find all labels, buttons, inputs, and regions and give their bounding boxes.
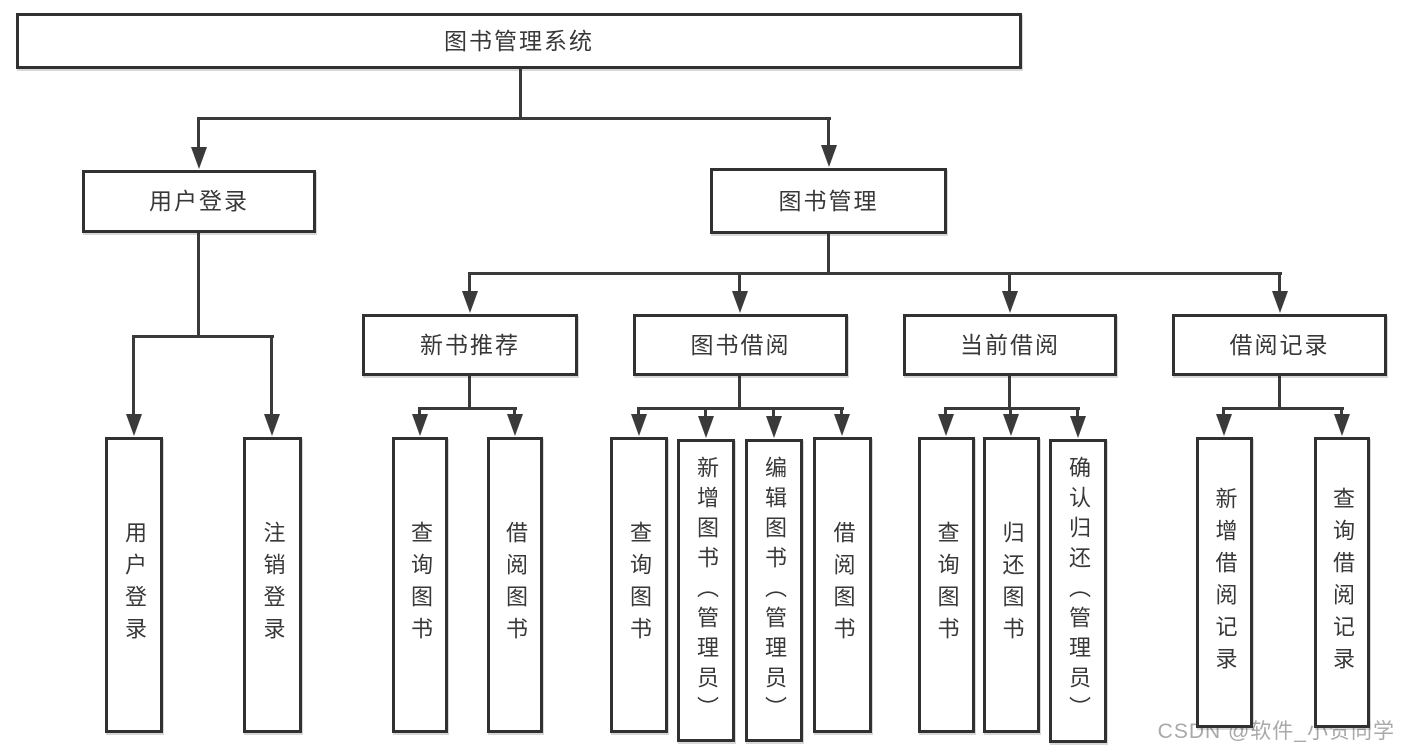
connector-line: [132, 335, 274, 338]
arrow-down-icon: [1272, 291, 1288, 313]
arrow-down-icon: [732, 291, 748, 313]
connector-line: [944, 407, 1080, 410]
connector-line: [1076, 409, 1079, 422]
node-borrow-records: 借阅记录: [1172, 314, 1387, 376]
leaf-logout-label: 注销登录: [260, 521, 286, 649]
leaf-add-books-admin-label: 新增图书（管理员）: [694, 455, 719, 726]
connector-line: [1008, 376, 1011, 409]
leaf-add-books-admin: 新增图书（管理员）: [677, 439, 735, 742]
connector-line: [197, 117, 831, 120]
connector-line: [1278, 274, 1281, 297]
leaf-add-borrow-record-label: 新增借阅记录: [1212, 486, 1238, 679]
node-user-login-label: 用户登录: [149, 188, 249, 214]
leaf-borrow-books-borrowing: 借阅图书: [813, 437, 872, 733]
leaf-confirm-return-admin: 确认归还（管理员）: [1049, 439, 1107, 743]
arrow-down-icon: [462, 291, 478, 313]
connector-line: [197, 119, 200, 153]
leaf-borrow-books-recommend: 借阅图书: [487, 437, 543, 733]
leaf-query-books-current-label: 查询图书: [934, 521, 960, 649]
node-current-borrowing-label: 当前借阅: [960, 331, 1060, 358]
leaf-query-books-recommend-label: 查询图书: [408, 521, 433, 649]
leaf-query-borrow-record: 查询借阅记录: [1314, 437, 1370, 728]
node-new-book-recommend: 新书推荐: [362, 314, 578, 376]
arrow-down-icon: [631, 414, 647, 436]
arrow-down-icon: [1334, 414, 1350, 436]
node-book-management: 图书管理: [710, 168, 947, 234]
arrow-down-icon: [766, 416, 782, 438]
connector-line: [270, 337, 273, 420]
leaf-add-borrow-record: 新增借阅记录: [1196, 437, 1253, 728]
connector-line: [468, 376, 471, 409]
arrow-down-icon: [1216, 414, 1232, 436]
connector-line: [738, 274, 741, 297]
connector-line: [519, 69, 522, 119]
connector-line: [1008, 274, 1011, 297]
arrow-down-icon: [1070, 416, 1086, 438]
node-new-book-recommend-label: 新书推荐: [420, 331, 520, 358]
leaf-edit-books-admin: 编辑图书（管理员）: [745, 439, 803, 742]
node-book-management-label: 图书管理: [778, 187, 879, 214]
node-current-borrowing: 当前借阅: [903, 314, 1117, 376]
leaf-user-login: 用户登录: [105, 437, 163, 733]
leaf-return-books-label: 归还图书: [999, 521, 1025, 649]
connector-line: [468, 272, 1282, 275]
arrow-down-icon: [834, 414, 850, 436]
connector-line: [418, 407, 517, 410]
node-book-borrowing-label: 图书借阅: [690, 331, 791, 358]
node-borrow-records-label: 借阅记录: [1229, 331, 1330, 358]
connector-line: [468, 274, 471, 297]
leaf-confirm-return-admin-label: 确认归还（管理员）: [1066, 456, 1091, 726]
arrow-down-icon: [1002, 291, 1018, 313]
leaf-user-login-label: 用户登录: [122, 521, 147, 649]
connector-line: [704, 409, 707, 422]
leaf-query-books-borrowing-label: 查询图书: [627, 521, 652, 649]
arrow-down-icon: [698, 416, 714, 438]
arrow-down-icon: [412, 414, 428, 436]
connector-line: [637, 407, 844, 410]
node-root-library-system-label: 图书管理系统: [444, 27, 594, 54]
arrow-down-icon: [938, 414, 954, 436]
leaf-query-books-current: 查询图书: [918, 437, 975, 733]
leaf-query-books-recommend: 查询图书: [392, 437, 448, 733]
connector-line: [827, 119, 830, 151]
connector-line: [1278, 376, 1281, 409]
node-root-library-system: 图书管理系统: [16, 13, 1022, 69]
node-book-borrowing: 图书借阅: [633, 314, 848, 376]
arrow-down-icon: [126, 414, 142, 436]
connector-line: [197, 233, 200, 337]
leaf-borrow-books-borrowing-label: 借阅图书: [830, 521, 856, 649]
connector-line: [827, 234, 830, 274]
leaf-query-books-borrowing: 查询图书: [610, 437, 668, 733]
leaf-query-borrow-record-label: 查询借阅记录: [1330, 486, 1355, 679]
arrow-down-icon: [191, 147, 207, 169]
leaf-borrow-books-recommend-label: 借阅图书: [503, 521, 528, 649]
leaf-return-books: 归还图书: [983, 437, 1040, 733]
leaf-edit-books-admin-label: 编辑图书（管理员）: [762, 455, 787, 726]
connector-line: [132, 337, 135, 420]
arrow-down-icon: [507, 414, 523, 436]
arrow-down-icon: [821, 145, 837, 167]
leaf-logout: 注销登录: [243, 437, 302, 733]
connector-line: [772, 409, 775, 422]
arrow-down-icon: [264, 414, 280, 436]
connector-line: [1222, 407, 1344, 410]
node-user-login: 用户登录: [82, 170, 316, 233]
arrow-down-icon: [1003, 414, 1019, 436]
connector-line: [738, 376, 741, 409]
